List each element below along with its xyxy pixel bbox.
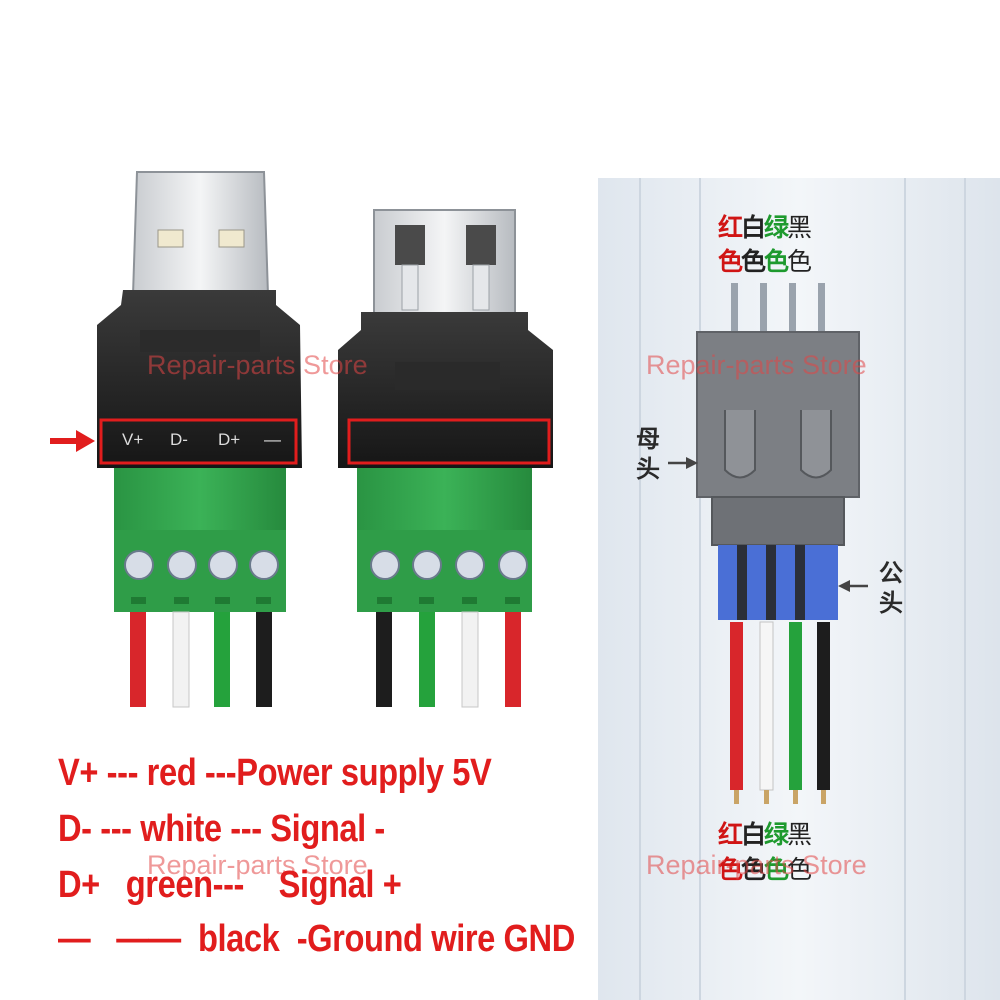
char-red: 红 bbox=[718, 213, 743, 242]
char-color-2: 色 bbox=[741, 247, 766, 276]
legend-line-v-plus: V+ --- red ---Power supply 5V bbox=[58, 752, 492, 794]
char-color-3: 色 bbox=[764, 247, 789, 276]
watermark-3: Repair-parts Store bbox=[147, 850, 368, 880]
white-wire bbox=[172, 611, 190, 708]
char-black-b: 黑 bbox=[787, 820, 812, 849]
char-color-1: 色 bbox=[718, 247, 743, 276]
red-arrow-icon bbox=[50, 430, 95, 452]
watermark-4: Repair-parts Store bbox=[646, 850, 867, 880]
top-color-row-2: 色色色色 bbox=[718, 242, 812, 278]
bottom-color-row-2: 色色色色 bbox=[718, 850, 812, 886]
female-usb-adapter bbox=[338, 209, 553, 708]
legend-line-d-minus: D- --- white --- Signal - bbox=[58, 808, 385, 850]
terminal-label-ground: — bbox=[264, 430, 281, 449]
male-head-block bbox=[711, 496, 845, 546]
char-red-b: 红 bbox=[718, 820, 743, 849]
watermark-1: Repair-parts Store bbox=[147, 350, 368, 380]
char-color-b3: 色 bbox=[764, 855, 789, 884]
watermark-2: Repair-parts Store bbox=[646, 350, 867, 380]
char-color-b1: 色 bbox=[718, 855, 743, 884]
char-white: 白 bbox=[741, 213, 766, 242]
char-color-4: 色 bbox=[787, 247, 812, 276]
female-arrow-icon bbox=[668, 457, 698, 469]
terminal-highlight-box-2 bbox=[347, 418, 551, 465]
terminal-label-v-plus: V+ bbox=[122, 430, 144, 449]
legend-line-ground: — —— black -Ground wire GND bbox=[58, 918, 575, 960]
male-label-char-1: 公 bbox=[879, 559, 903, 587]
green-wire bbox=[214, 612, 230, 707]
char-color-b2: 色 bbox=[741, 855, 766, 884]
female-label-char-1: 母 bbox=[636, 425, 660, 453]
black-wire bbox=[256, 612, 272, 707]
bottom-color-row-1: 红白绿黑 bbox=[718, 815, 812, 851]
legend-line-d-plus: D+ green--- Signal + bbox=[58, 864, 402, 906]
wiring-diagram bbox=[598, 178, 1000, 1000]
female-label-char-2: 头 bbox=[636, 455, 660, 483]
char-white-b: 白 bbox=[741, 820, 766, 849]
char-color-b4: 色 bbox=[787, 855, 812, 884]
char-green: 绿 bbox=[764, 213, 789, 242]
male-arrow-icon bbox=[838, 580, 868, 592]
male-head-label: 公 头 bbox=[876, 558, 906, 618]
top-color-row-1: 红白绿黑 bbox=[718, 208, 812, 244]
male-usb-adapter bbox=[50, 171, 302, 708]
red-wire bbox=[130, 612, 146, 707]
female-head-label: 母 头 bbox=[633, 424, 663, 484]
terminal-highlight-box bbox=[99, 418, 298, 465]
char-green-b: 绿 bbox=[764, 820, 789, 849]
male-label-char-2: 头 bbox=[879, 589, 903, 617]
char-black: 黑 bbox=[787, 213, 812, 242]
terminal-label-d-plus: D+ bbox=[218, 430, 241, 449]
terminal-label-d-minus: D- bbox=[170, 430, 188, 449]
